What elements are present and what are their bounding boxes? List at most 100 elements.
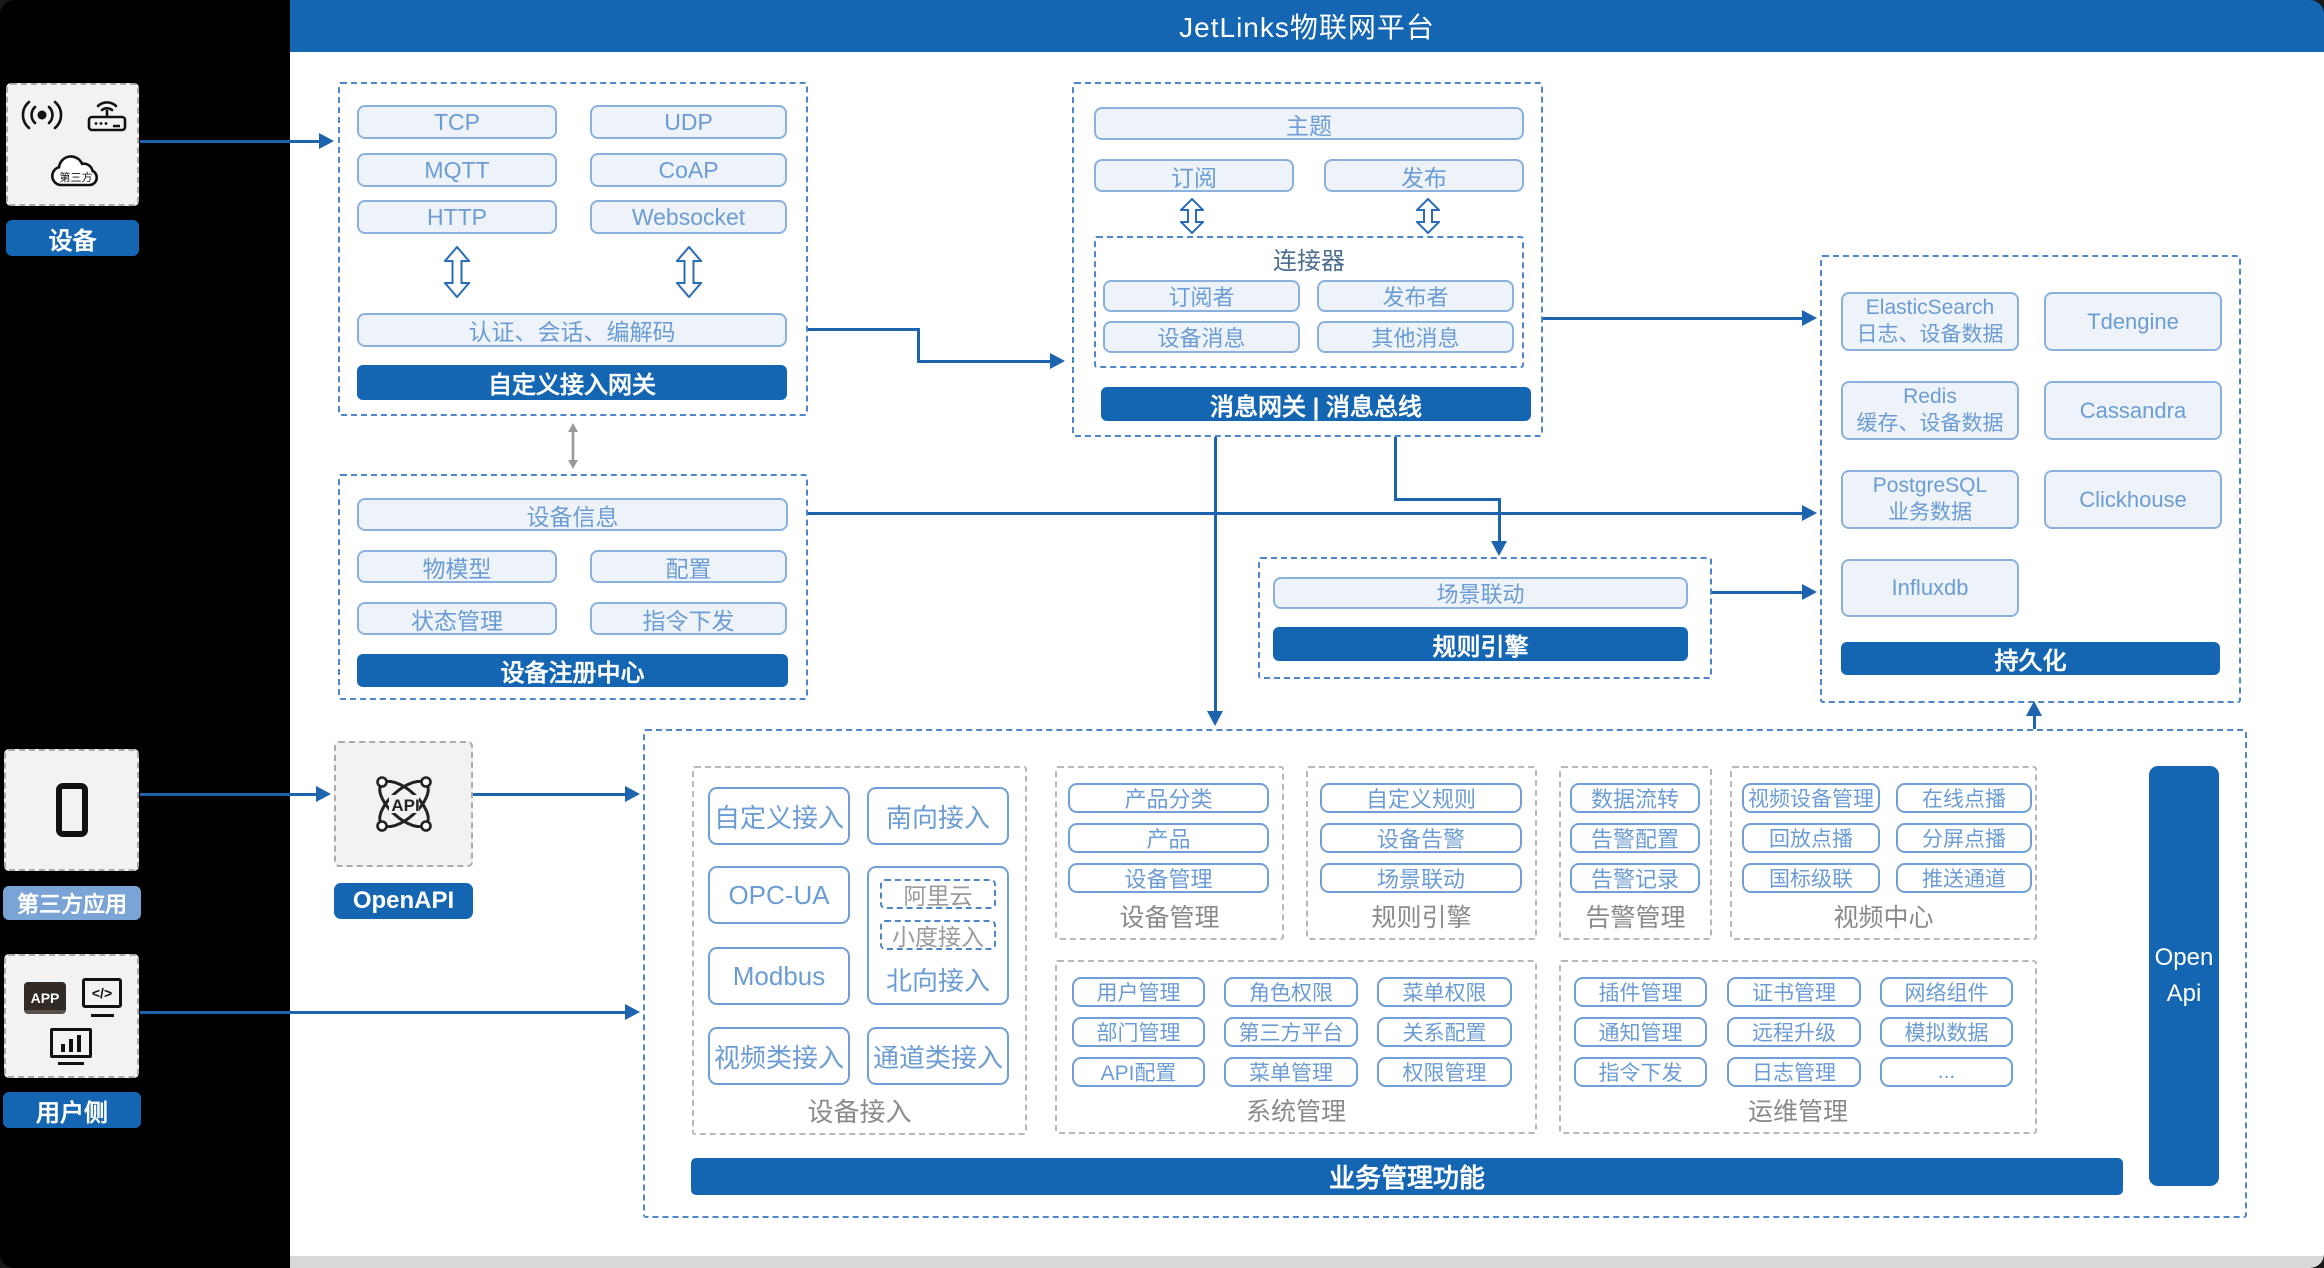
rule-engine-caption: 规则引擎 [1371, 904, 1472, 932]
connector-line [1214, 437, 1217, 712]
connector-line [1712, 591, 1804, 594]
open-api-vertical-bar: Open Api [2149, 766, 2219, 1186]
rule-pill: 自定义规则 [1320, 783, 1522, 813]
persistence-bar: 持久化 [1841, 642, 2220, 675]
third-party-cloud-icon [50, 155, 99, 187]
double-arrow-icon [1416, 198, 1440, 234]
ops-pill: 指令下发 [1574, 1057, 1707, 1087]
gateway-bar: 自定义接入网关 [357, 365, 787, 400]
gateway-pill: HTTP [357, 200, 557, 234]
connector-line [808, 328, 920, 331]
rule-engine-column [1306, 766, 1537, 940]
alarm-pill: 数据流转 [1570, 783, 1700, 813]
connector-line [140, 1011, 627, 1014]
system-caption: 系统管理 [1245, 1098, 1346, 1126]
third-party-cloud-label: 第三方 [59, 172, 93, 184]
device-access-caption: 设备接入 [807, 1096, 912, 1127]
user-icon-box: APP </> [4, 954, 139, 1078]
system-pill: 权限管理 [1377, 1057, 1512, 1087]
thirdparty-label: 第三方应用 [3, 886, 141, 920]
code-icon: </> [82, 978, 122, 1008]
alarm-pill: 告警记录 [1570, 863, 1700, 893]
mgmt-pill: 产品分类 [1068, 783, 1269, 813]
ops-pill: 插件管理 [1574, 977, 1707, 1007]
device-access-column [692, 766, 1027, 1135]
arrowhead [625, 786, 640, 802]
subscribe-pill: 订阅 [1094, 159, 1294, 192]
system-pill: 用户管理 [1072, 977, 1205, 1007]
system-pill: 菜单权限 [1377, 977, 1512, 1007]
mgmt-pill: 设备管理 [1068, 863, 1269, 893]
chart-bar [61, 1044, 65, 1052]
arrowhead [1802, 584, 1817, 600]
rule-pill: 设备告警 [1320, 823, 1522, 853]
bus-pill: 发布者 [1317, 280, 1514, 312]
arrowhead [316, 786, 331, 802]
gateway-pill: CoAP [590, 153, 787, 187]
registry-pill: 配置 [590, 550, 787, 583]
ops-pill: 日志管理 [1727, 1057, 1861, 1087]
business-bar: 业务管理功能 [691, 1158, 2123, 1195]
ops-pill: 网络组件 [1880, 977, 2013, 1007]
bus-panel [1072, 82, 1543, 437]
code-icon-base [91, 1014, 114, 1017]
connector-line [140, 793, 318, 796]
api-atom-label: API [391, 796, 420, 815]
video-pill: 推送通道 [1896, 863, 2032, 893]
access-pill: OPC-UA [708, 866, 850, 924]
access-pill: 视频类接入 [708, 1027, 850, 1085]
connector-line [1543, 317, 1804, 320]
openapi-label: OpenAPI [334, 883, 473, 919]
north-access-box: 阿里云 小度接入 北向接入 [867, 866, 1009, 1005]
bus-pill: 设备消息 [1103, 321, 1300, 353]
gray-double-arrow-icon [568, 423, 578, 469]
access-pill: Modbus [708, 947, 850, 1005]
persistence-cell: Tdengine [2044, 292, 2222, 351]
access-pill: 自定义接入 [708, 787, 850, 845]
video-pill: 分屏点播 [1896, 823, 2032, 853]
api-atom-icon [375, 776, 432, 832]
connector-line [140, 140, 320, 143]
business-panel [643, 729, 2247, 1218]
chart-icon [50, 1028, 92, 1058]
thirdparty-icon-box [4, 749, 139, 871]
registry-panel [338, 474, 808, 700]
north-access-label: 北向接入 [885, 965, 990, 996]
ops-pill: 模拟数据 [1880, 1017, 2013, 1047]
device-label: 设备 [6, 220, 139, 256]
video-pill: 回放点播 [1742, 823, 1880, 853]
persistence-cell: Clickhouse [2044, 470, 2222, 529]
north-sub-pill: 阿里云 [880, 879, 996, 909]
arrowhead [319, 133, 334, 149]
system-column [1055, 960, 1537, 1134]
arrowhead [625, 1004, 640, 1020]
double-arrow-icon [444, 246, 470, 298]
connector-line [473, 793, 627, 796]
system-pill: 第三方平台 [1224, 1017, 1358, 1047]
openapi-icon-box: API [334, 741, 473, 867]
arrowhead [1491, 541, 1507, 556]
bottom-strip [290, 1256, 2324, 1268]
arrowhead [1050, 353, 1065, 369]
connector-line [1394, 437, 1397, 501]
connector-line [917, 360, 1051, 363]
gateway-panel [338, 82, 808, 416]
system-pill: 关系配置 [1377, 1017, 1512, 1047]
gateway-pill: UDP [590, 105, 787, 139]
persistence-cell: Cassandra [2044, 381, 2222, 440]
registry-pill: 设备信息 [357, 498, 788, 531]
thirdparty-icon-frame [4, 749, 139, 871]
arrowhead [1207, 711, 1223, 726]
rule-pill: 场景联动 [1320, 863, 1522, 893]
double-arrow-icon [1180, 198, 1204, 234]
bus-pill: 其他消息 [1317, 321, 1514, 353]
persistence-cell: Influxdb [1841, 559, 2019, 617]
alarm-caption: 告警管理 [1585, 904, 1686, 932]
title-bar: JetLinks物联网平台 [290, 0, 2324, 52]
video-pill: 国标级联 [1742, 863, 1880, 893]
system-pill: 部门管理 [1072, 1017, 1205, 1047]
topic-pill: 主题 [1094, 107, 1524, 140]
